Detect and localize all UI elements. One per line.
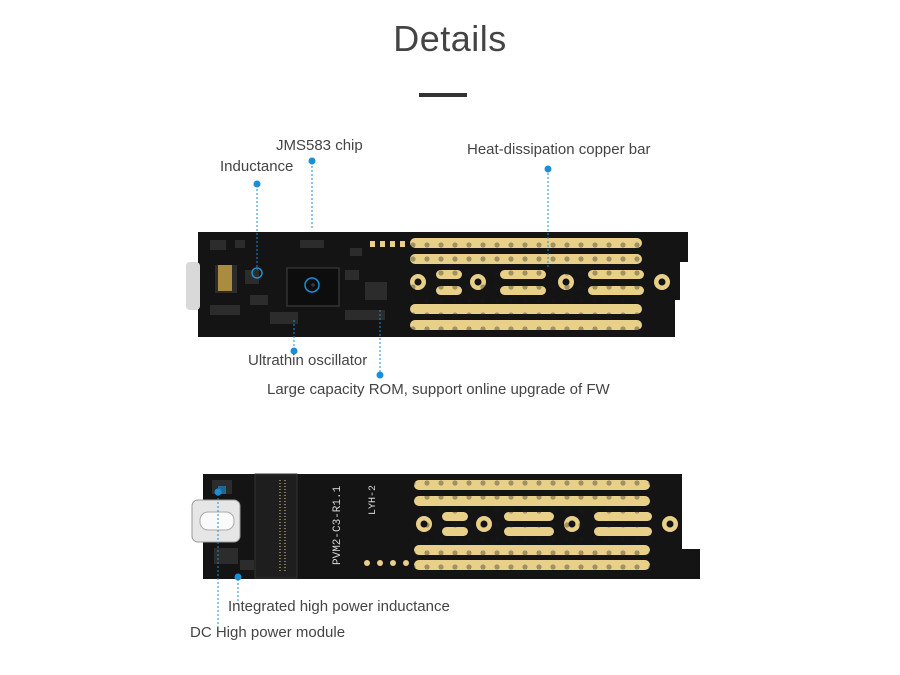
callout-dot-chip <box>308 157 316 165</box>
label-copper-bar: Heat-dissipation copper bar <box>467 141 651 158</box>
m2-connector <box>254 473 298 579</box>
callout-dot-rom <box>376 371 384 379</box>
label-rom: Large capacity ROM, support online upgra… <box>267 381 610 398</box>
label-dc-power-module: DC High power module <box>190 624 346 641</box>
callout-dot-inductance-bottom <box>234 573 242 581</box>
jms583-chip <box>286 267 340 307</box>
label-integrated-inductance: Integrated high power inductance <box>228 598 450 615</box>
usb-c-connector <box>186 262 200 310</box>
label-jms583-chip: JMS583 chip <box>276 137 363 154</box>
title-underline <box>419 93 467 97</box>
callout-dot-copper <box>544 165 552 173</box>
top-board <box>186 232 688 337</box>
callout-dot-power-module <box>214 488 222 496</box>
callout-dot-oscillator <box>290 347 298 355</box>
bottom-board: PVM2-C3-R1.1 LYH-2 <box>191 473 700 579</box>
page-title: Details <box>393 18 507 59</box>
label-oscillator: Ultrathin oscillator <box>248 352 368 369</box>
callout-dot-inductance <box>253 180 261 188</box>
label-inductance: Inductance <box>220 158 294 175</box>
silkscreen-model: PVM2-C3-R1.1 <box>332 485 344 565</box>
silkscreen-revision: LYH-2 <box>368 485 379 515</box>
